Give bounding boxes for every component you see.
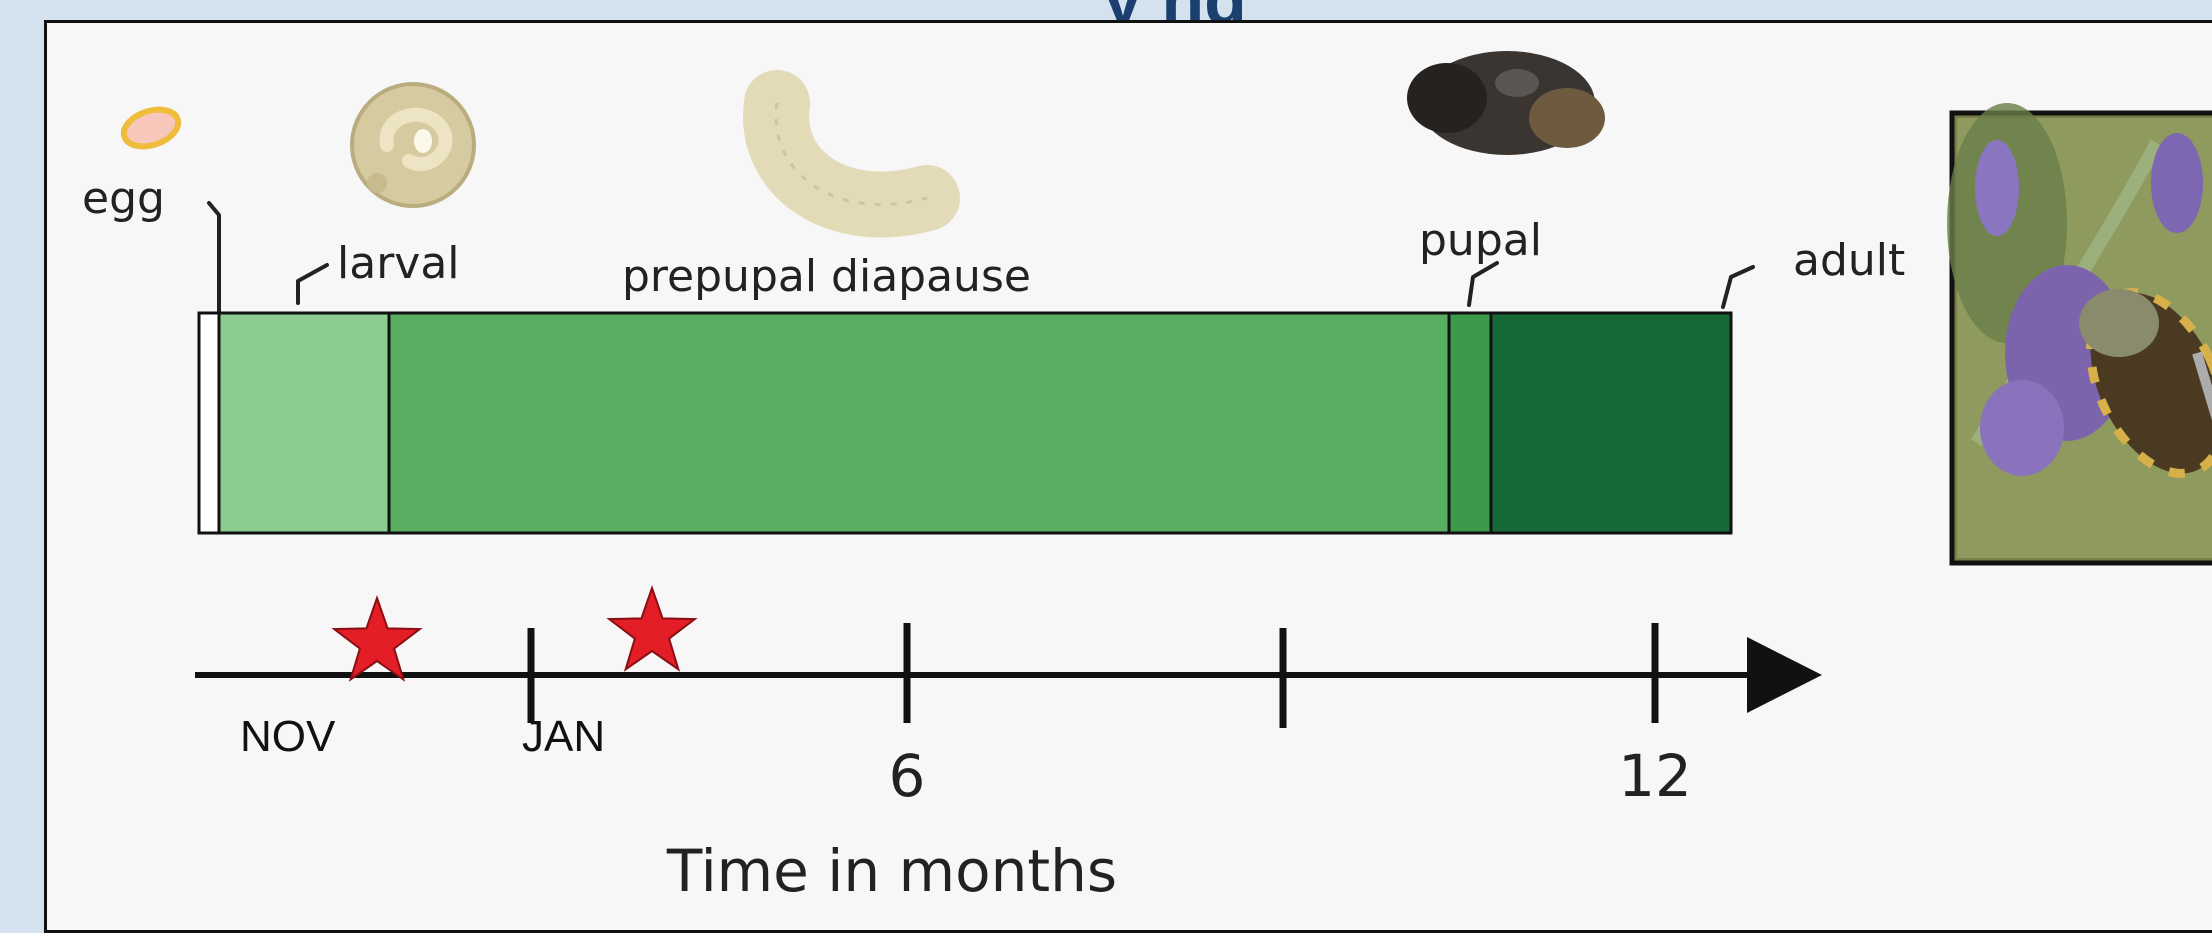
tick-label-6: 6 (889, 742, 926, 810)
life-cycle-diagram: egg larval prepupal diapause pupal adult (47, 23, 2212, 916)
bee-photo (1947, 103, 2212, 563)
label-pupal: pupal (1419, 215, 1542, 266)
prepupa-icon (776, 103, 927, 205)
egg-leader (209, 203, 219, 313)
egg-segment (199, 313, 219, 533)
life-cycle-diagram-panel: egg larval prepupal diapause pupal adult (44, 20, 2212, 933)
month-label-jan: JAN (522, 712, 605, 761)
adult-segment (1491, 313, 1731, 533)
larva-icon (352, 84, 474, 206)
month-label-nov: NOV (240, 712, 336, 761)
larval-leader (298, 265, 327, 303)
adult-leader (1723, 267, 1753, 307)
axis-title: Time in months (666, 837, 1117, 905)
pupal-segment (1449, 313, 1491, 533)
stage-bar (199, 313, 1731, 533)
time-axis (195, 623, 1822, 728)
pupal-leader (1469, 263, 1497, 305)
star-icon (609, 588, 695, 669)
egg-icon (119, 103, 183, 153)
tick-label-12: 12 (1618, 742, 1692, 810)
slide-background: y ng (0, 0, 2212, 913)
pupa-icon (1407, 51, 1605, 155)
star-icon (334, 598, 420, 679)
label-egg: egg (82, 173, 165, 224)
prepupal-segment (389, 313, 1449, 533)
label-larval: larval (337, 238, 460, 289)
label-adult: adult (1793, 235, 1905, 286)
label-prepupal: prepupal diapause (622, 251, 1031, 302)
larval-segment (219, 313, 389, 533)
